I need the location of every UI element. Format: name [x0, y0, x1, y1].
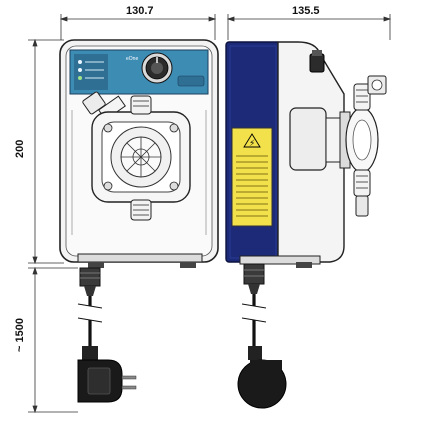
warning-label: ⚡ — [231, 127, 273, 227]
led-indicator — [78, 60, 82, 64]
cable-gland — [79, 267, 101, 296]
height-label: 200 — [14, 140, 26, 158]
cable-break-mark — [77, 303, 103, 323]
bottom-valve — [130, 199, 152, 221]
led-indicator — [78, 76, 82, 80]
cable-length-label: ~ 1500 — [14, 318, 26, 352]
top-valve — [130, 95, 152, 115]
side-pump-head — [289, 75, 387, 217]
side-view: ⚡ — [225, 41, 387, 409]
screw-icon — [169, 123, 179, 133]
cable-break-mark — [241, 303, 267, 323]
schuko-plug-front — [77, 346, 137, 403]
cable-gland-side — [243, 263, 265, 294]
led-indicator — [78, 68, 82, 72]
dimension-lines — [28, 14, 392, 414]
screw-icon — [169, 181, 179, 191]
adjustment-knob[interactable] — [141, 52, 173, 84]
pump-head — [91, 111, 191, 203]
high-voltage-icon: ⚡ — [249, 139, 255, 149]
screw-icon — [103, 123, 113, 133]
screw-icon — [103, 181, 113, 191]
side-depth-label: 135.5 — [292, 5, 320, 17]
schuko-plug-side — [237, 346, 287, 409]
front-width-label: 130.7 — [126, 5, 154, 17]
brand-logo: eOne — [126, 56, 138, 62]
front-view: eOne — [59, 39, 219, 403]
